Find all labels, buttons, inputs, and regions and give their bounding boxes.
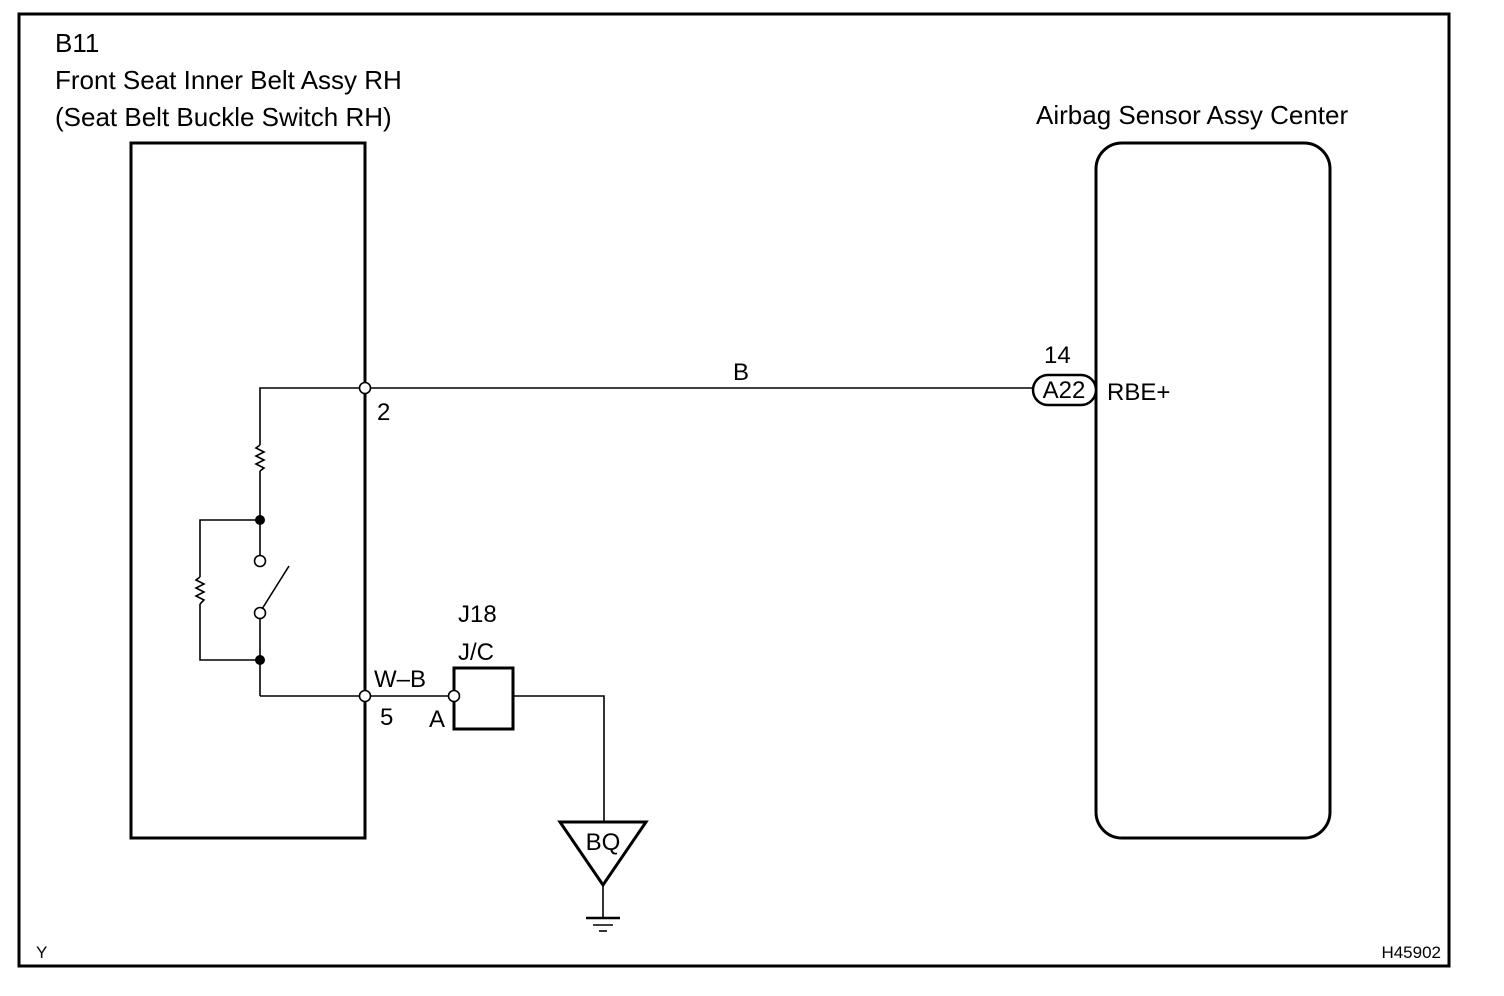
resistor-bypass (194, 576, 206, 605)
ground-point-bq (557, 820, 649, 888)
switch-lever (261, 565, 290, 610)
connector-label: A22 (1043, 377, 1086, 404)
ground-icon (586, 916, 620, 932)
wire-top-color-label: B (733, 359, 749, 386)
right-component-name: Airbag Sensor Assy Center (1036, 100, 1348, 130)
seat-belt-buckle-switch-block (129, 141, 367, 840)
wire-bottom-color-label: W–B (374, 666, 426, 693)
pin-bottom-label: 5 (380, 704, 393, 731)
junction-pin-a (447, 689, 461, 703)
pin-2-terminal (358, 381, 372, 395)
resistor-top (254, 444, 266, 472)
diagram-frame (17, 12, 1451, 968)
right-pin-number-label: 14 (1044, 342, 1071, 369)
diagram-id-label: H45902 (1381, 943, 1441, 962)
switch-contact-upper (253, 554, 267, 568)
junction-connector-j18 (452, 666, 515, 731)
airbag-sensor-block (1094, 141, 1332, 840)
junction-code-label: J18 (458, 601, 497, 628)
ground-wire (513, 695, 605, 822)
left-component-code: B11 (55, 28, 99, 58)
switch-contact-lower (253, 606, 267, 620)
connector-a22 (1031, 373, 1098, 407)
left-component-name: Front Seat Inner Belt Assy RH (55, 65, 402, 95)
left-component-subname: (Seat Belt Buckle Switch RH) (55, 102, 392, 132)
ground-label: BQ (586, 829, 621, 856)
terminal-label: RBE+ (1107, 379, 1170, 406)
junction-type-label: J/C (458, 639, 494, 666)
corner-left-label: Y (36, 943, 47, 962)
pin-top-label: 2 (377, 399, 390, 426)
junction-pin-label: A (429, 706, 445, 733)
buckle-switch-circuit (194, 387, 365, 697)
pin-5-terminal (358, 689, 372, 703)
junction-dot-lower (255, 655, 265, 665)
